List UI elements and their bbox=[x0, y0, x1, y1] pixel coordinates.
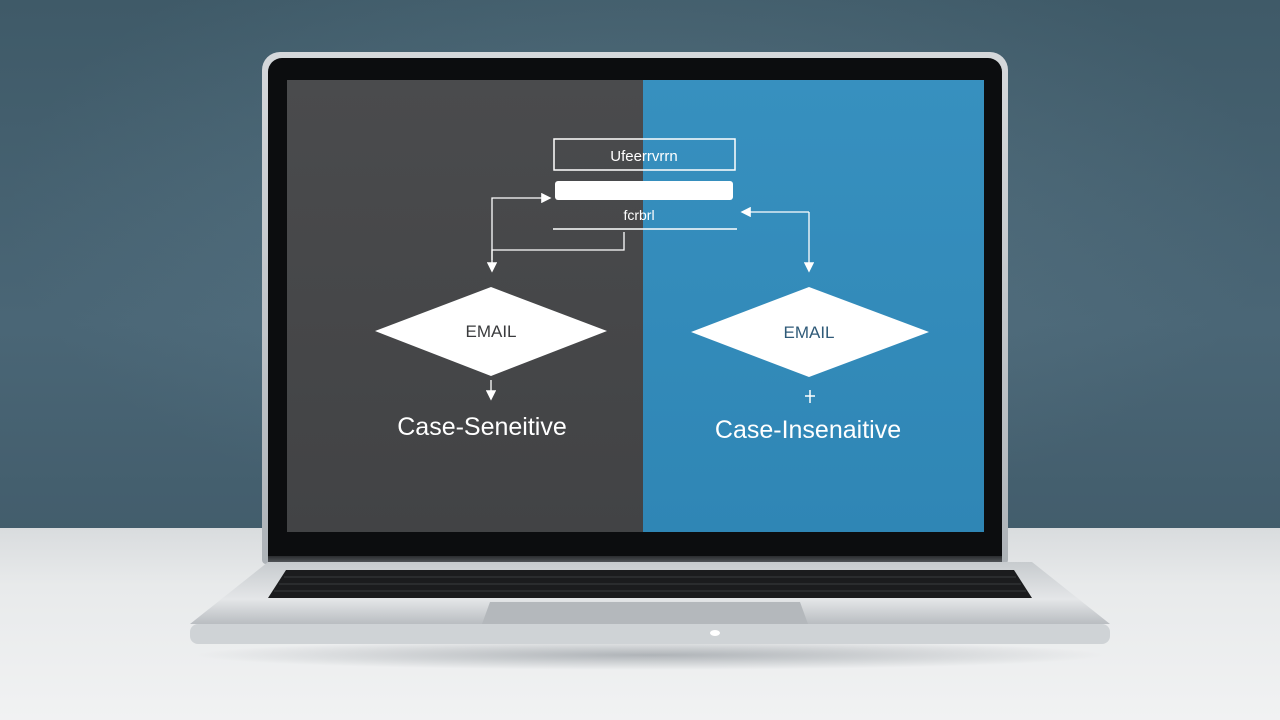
left-connector-top bbox=[491, 192, 552, 260]
top-input-box bbox=[553, 138, 736, 171]
middle-label: fcrbrl bbox=[623, 207, 654, 223]
left-result-label: Case-Seneitive bbox=[397, 413, 567, 441]
trackpad bbox=[482, 602, 808, 624]
indicator-light bbox=[710, 630, 720, 636]
laptop-hinge bbox=[268, 556, 1002, 566]
laptop-screen: Ufeerrvrrn fcrbrl EMAIL EMAIL bbox=[287, 80, 984, 532]
right-result-label: Case-Insenaitive bbox=[715, 416, 901, 444]
laptop-shadow bbox=[190, 640, 1110, 670]
left-decision-label: EMAIL bbox=[465, 322, 516, 341]
flowchart-diagram: Ufeerrvrrn fcrbrl EMAIL EMAIL bbox=[375, 138, 929, 444]
right-decision-label: EMAIL bbox=[783, 323, 834, 342]
left-connector-down bbox=[486, 232, 625, 273]
base-front-edge bbox=[190, 624, 1110, 644]
top-box-label: Ufeerrvrrn bbox=[610, 148, 678, 165]
keyboard-keys bbox=[274, 576, 1026, 592]
right-decision-diamond bbox=[691, 287, 929, 377]
laptop-base bbox=[190, 562, 1110, 644]
input-bar bbox=[555, 181, 733, 200]
left-decision-diamond bbox=[375, 287, 607, 376]
